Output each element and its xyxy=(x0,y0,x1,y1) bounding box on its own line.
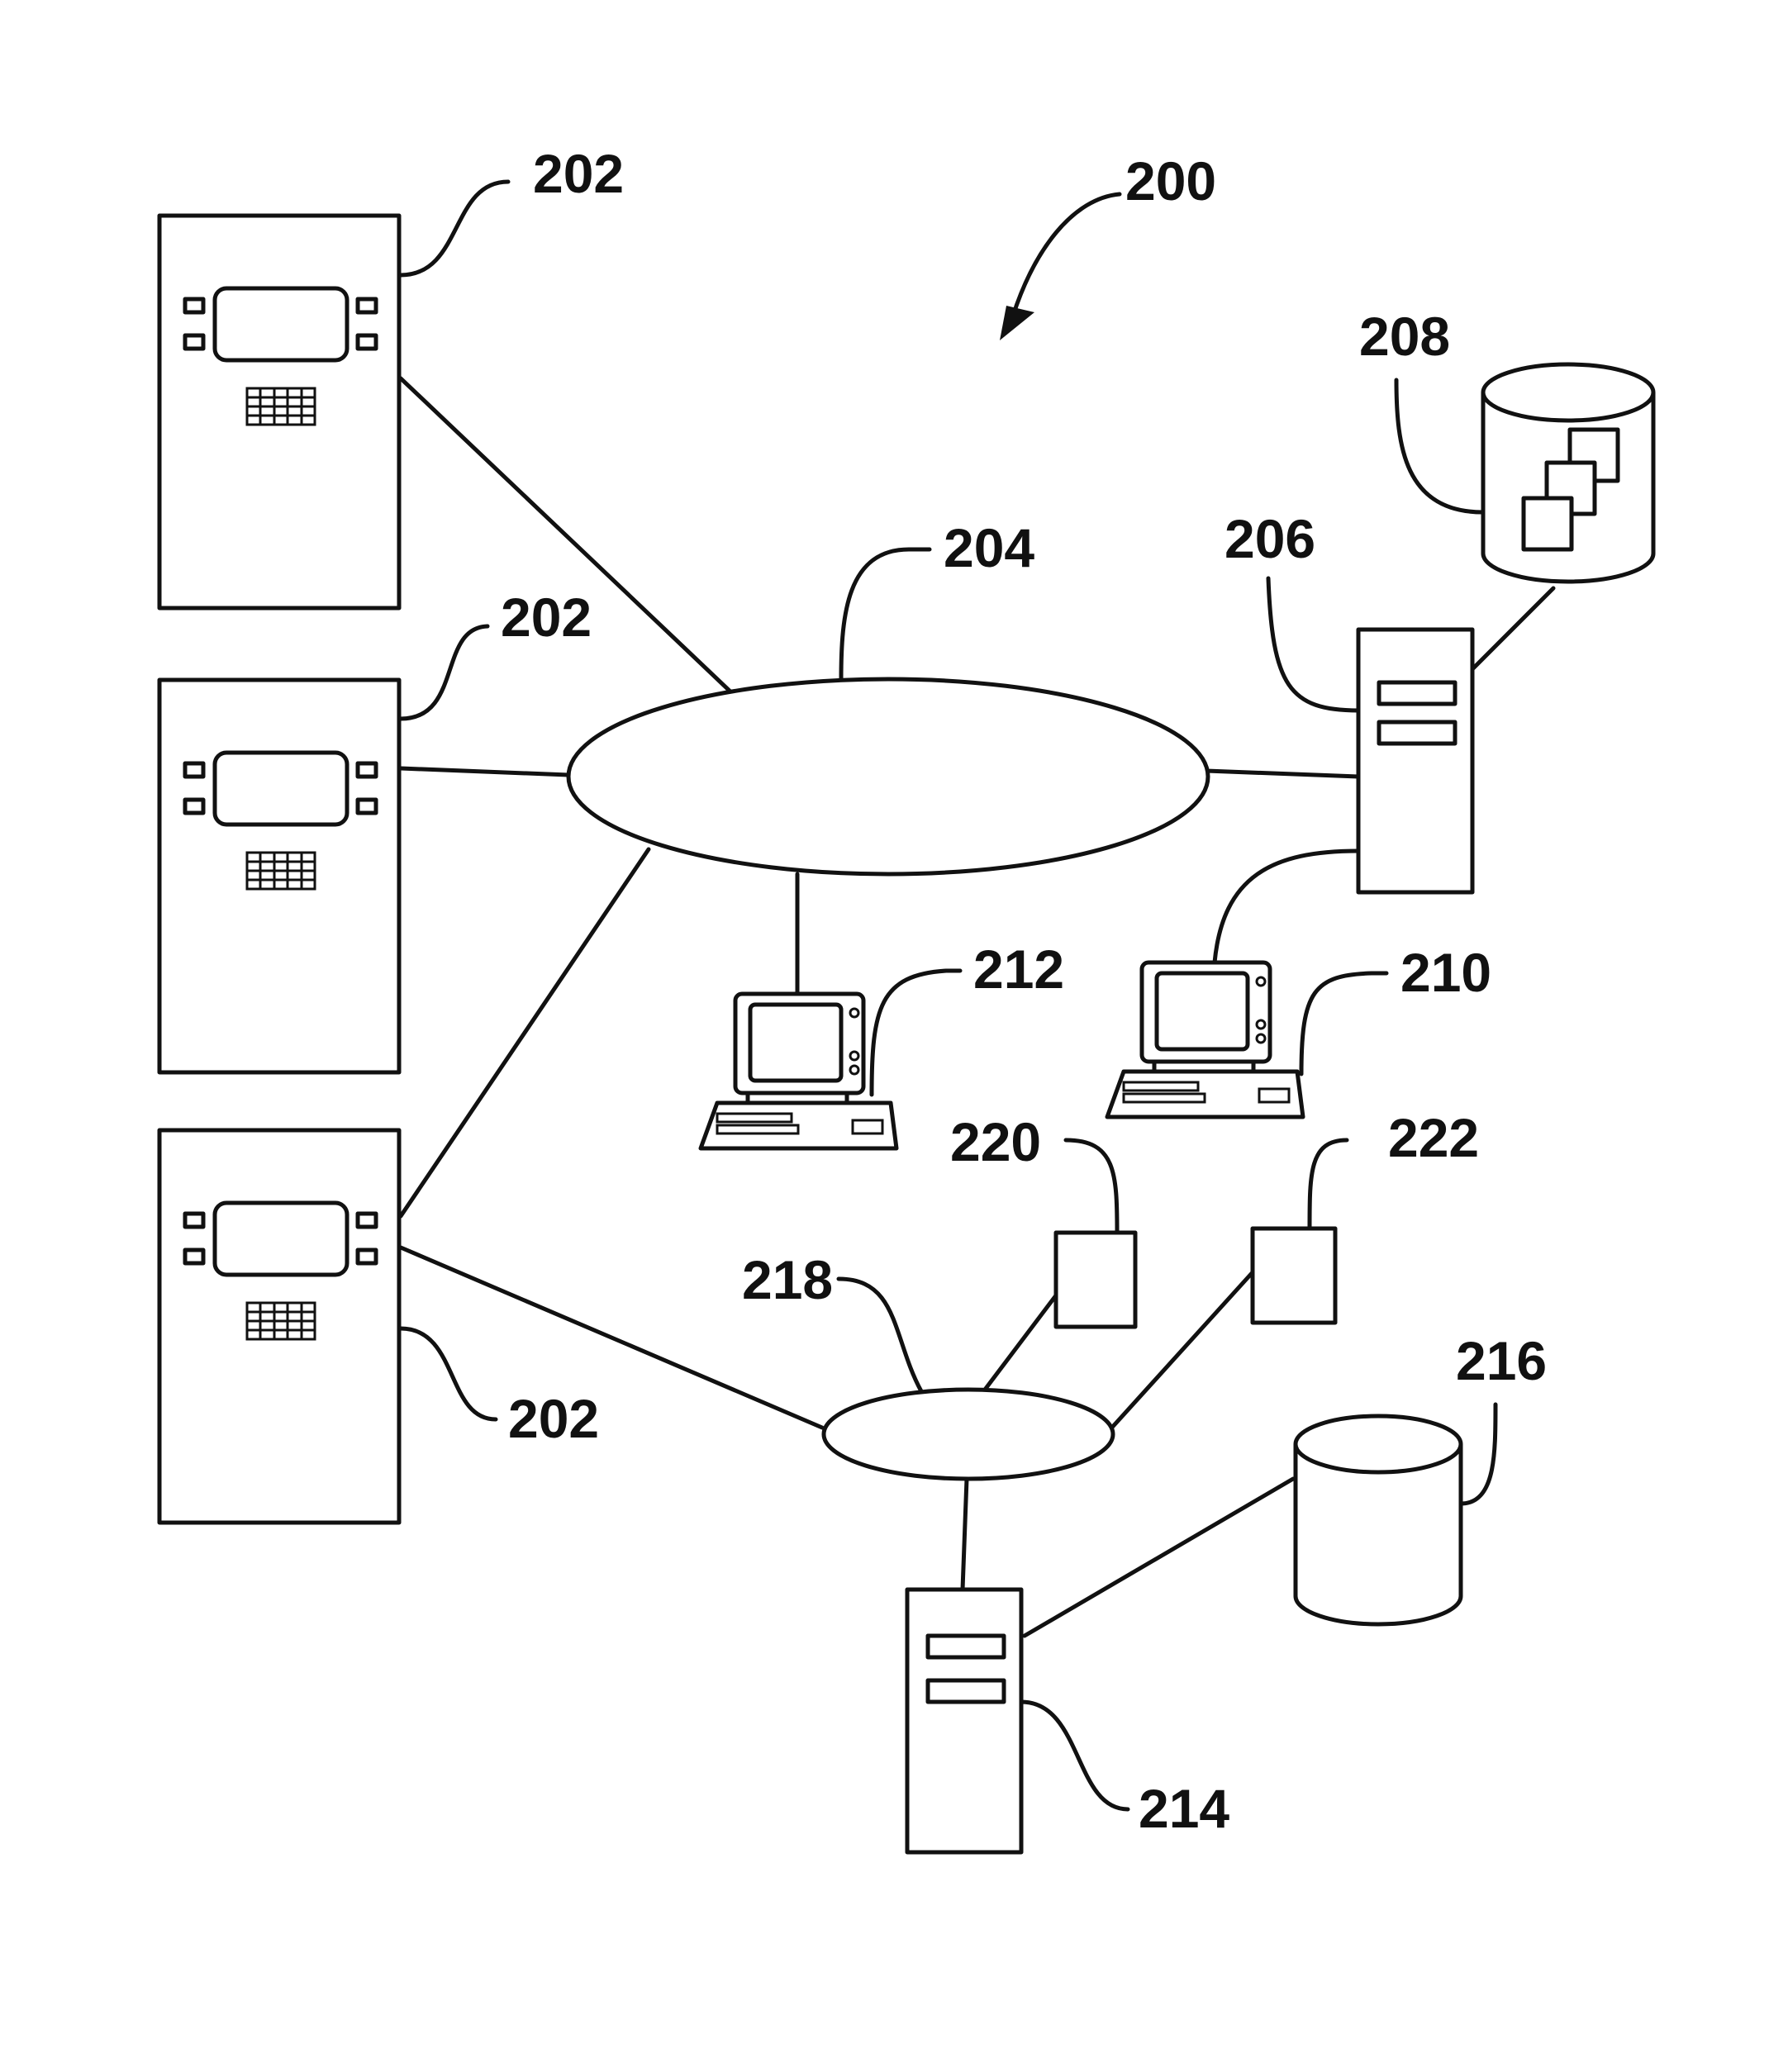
label-system: 200 xyxy=(1125,150,1216,211)
leader-atm-bottom xyxy=(401,1328,496,1419)
link-atm2-network xyxy=(401,768,568,775)
link-server-workstation-right xyxy=(1215,851,1358,962)
link-small-network-server xyxy=(963,1479,967,1590)
network-cloud xyxy=(568,679,1208,874)
label-network-small: 218 xyxy=(742,1249,833,1310)
link-server-database xyxy=(1472,588,1553,669)
server xyxy=(907,1590,1021,1852)
arrowhead xyxy=(1000,306,1034,340)
label-atm-middle: 202 xyxy=(501,587,592,648)
label-database-bottom: 216 xyxy=(1456,1330,1547,1391)
database xyxy=(1296,1416,1461,1624)
server xyxy=(1358,630,1472,892)
label-device-222: 222 xyxy=(1388,1107,1479,1168)
link-network-server xyxy=(1206,771,1358,777)
label-device-220: 220 xyxy=(950,1111,1041,1172)
leader-database xyxy=(1396,380,1483,512)
leader-network-small xyxy=(839,1279,921,1391)
label-workstation-left: 212 xyxy=(973,939,1064,1000)
device xyxy=(1056,1233,1135,1327)
link-atm3-network xyxy=(401,849,649,1216)
network-cloud-small xyxy=(824,1390,1113,1479)
leader-system-arrow xyxy=(1010,194,1120,326)
atm-terminal xyxy=(159,216,399,608)
link-small-network-device-220 xyxy=(985,1295,1056,1390)
label-network: 204 xyxy=(944,517,1034,578)
label-atm-bottom: 202 xyxy=(508,1388,599,1449)
leader-network xyxy=(841,549,930,679)
workstation xyxy=(701,994,896,1148)
leader-workstation-left xyxy=(872,971,960,1095)
label-database: 208 xyxy=(1359,306,1450,367)
database xyxy=(1483,364,1653,582)
atm-terminal xyxy=(159,1130,399,1523)
label-server: 206 xyxy=(1224,508,1315,569)
atm-terminal xyxy=(159,680,399,1072)
leader-atm-top xyxy=(401,182,508,275)
leader-device-220 xyxy=(1066,1140,1117,1233)
link-server-database-bottom xyxy=(1025,1479,1293,1636)
device xyxy=(1253,1228,1335,1323)
leader-workstation-right xyxy=(1301,973,1386,1074)
leader-server-bottom xyxy=(1021,1702,1128,1809)
label-server-bottom: 214 xyxy=(1139,1778,1229,1839)
workstation xyxy=(1107,962,1303,1117)
leader-device-222 xyxy=(1310,1140,1347,1228)
leader-database-bottom xyxy=(1461,1404,1496,1504)
label-atm-top: 202 xyxy=(533,143,624,204)
leader-atm-middle xyxy=(401,626,487,719)
leader-server xyxy=(1268,578,1358,710)
label-workstation-right: 210 xyxy=(1400,942,1491,1003)
